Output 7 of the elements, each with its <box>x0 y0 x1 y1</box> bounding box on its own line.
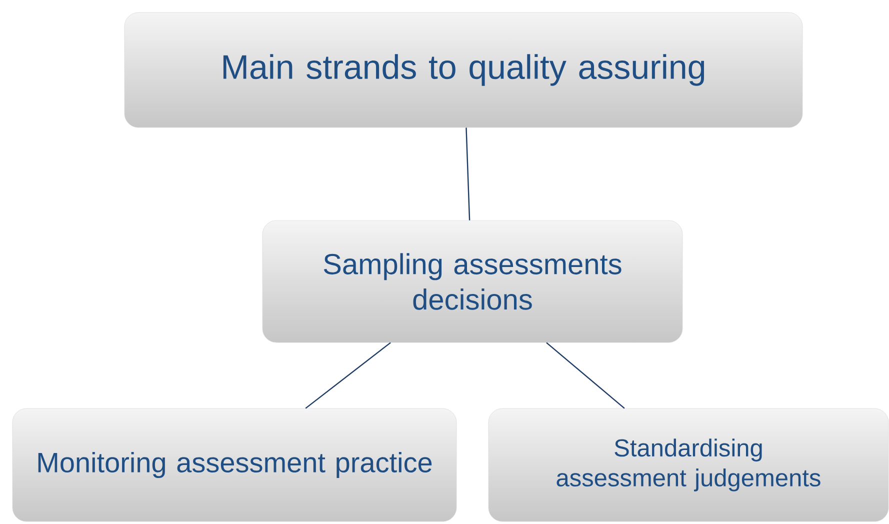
rounded-box: Sampling assessments decisions <box>262 220 683 343</box>
connector-line <box>546 342 625 409</box>
rounded-box: Main strands to quality assuring <box>124 12 803 128</box>
rounded-box: Standardising assessment judgements <box>488 408 889 522</box>
connector-line <box>466 128 470 220</box>
connector-line <box>305 342 391 409</box>
rounded-box: Monitoring assessment practice <box>12 408 457 522</box>
